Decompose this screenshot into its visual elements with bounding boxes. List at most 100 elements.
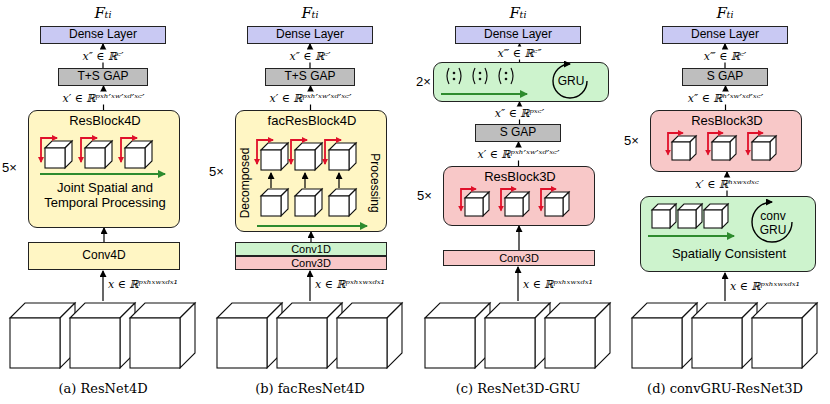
volume-cube	[696, 204, 702, 228]
volume-cube	[295, 196, 315, 216]
volume-cube	[329, 150, 349, 170]
tensor-shape: x″ ∈ ℝʰ′ˣʷ′ˣᵈ′ˣᶜ′	[686, 92, 765, 105]
arrow-line	[338, 173, 339, 188]
layer-box: S GAP	[475, 124, 561, 142]
volume-cube	[281, 189, 288, 216]
volume-cube	[678, 210, 696, 228]
volume-cube	[465, 198, 483, 216]
vector-dot	[453, 78, 456, 81]
layer-name: S GAP	[707, 70, 744, 84]
volume-cube	[337, 318, 387, 368]
spatial-arrow	[325, 140, 341, 164]
volume-cube	[712, 142, 730, 160]
output-symbol: Fₜᵢ	[301, 4, 318, 22]
subfigure-caption: (d) convGRU-ResNet3D	[647, 381, 803, 396]
spatial-arrow	[541, 189, 556, 211]
volume-cube	[349, 143, 356, 170]
arrow-line	[724, 273, 725, 301]
volume-cube	[281, 143, 288, 170]
layer-name: S GAP	[500, 126, 537, 140]
data-flow-arrow	[103, 228, 104, 242]
repeat-count: 5×	[624, 133, 639, 148]
subfigure-caption: (c) ResNet3D-GRU	[456, 381, 580, 396]
arrow-line	[304, 173, 305, 188]
volume-cube	[545, 198, 563, 216]
volume-cube	[730, 136, 736, 160]
layer-box: T+S GAP	[265, 68, 355, 86]
volume-cube	[105, 141, 112, 168]
layer-name: Conv3D	[499, 252, 539, 265]
tensor-shape: x‴ ∈ ℝᶜ″	[495, 47, 543, 60]
arrow-line	[517, 267, 518, 301]
repeat-count: 5×	[2, 160, 17, 175]
layer-box: Dense Layer	[247, 26, 373, 44]
tensor-shape: x‴ ∈ ℝᶜ′	[702, 50, 749, 63]
volume-cube	[670, 204, 676, 228]
layer-name: Dense Layer	[484, 28, 552, 42]
layer-box: Dense Layer	[662, 26, 788, 44]
tensor-shape: x′ ∈ ℝᵖˣʰ′ˣʷ′ˣᵈ′ˣᶜ′	[268, 92, 354, 105]
vector-dot	[479, 78, 482, 81]
vector-dot	[505, 78, 508, 81]
layer-box: Conv3D	[235, 256, 387, 270]
volume-cube	[349, 189, 356, 216]
tensor-shape: x′ ∈ ℝᵖˣʰ′ˣʷ′ˣᵈ′ˣᶜ′	[61, 92, 147, 105]
tensor-shape: x′ ∈ ℝʰˣʷˣᵈˣᶜ	[693, 178, 761, 191]
volume-cube	[704, 210, 722, 228]
volume-cube	[295, 150, 315, 170]
layer-name: T+S GAP	[284, 70, 335, 84]
layer-name: ResBlock3D	[651, 114, 803, 129]
tensor-shape: x″ ∈ ℝᶜ′	[81, 50, 126, 63]
vector-dot	[505, 72, 508, 75]
vector-bracket	[499, 68, 513, 84]
layer-name: conv GRU	[753, 209, 793, 237]
tensor-shape: x″ ∈ ℝᶜ′	[288, 50, 333, 63]
layer-name: Conv4D	[82, 249, 125, 263]
volume-cube	[563, 192, 569, 216]
volume-cube	[523, 192, 529, 216]
vector-bracket	[447, 68, 461, 84]
volume-cube	[425, 318, 475, 368]
layer-box: T+S GAP	[58, 68, 148, 86]
layer-name: Conv3D	[291, 257, 331, 270]
output-symbol: Fₜᵢ	[716, 4, 733, 22]
layer-name: T+S GAP	[77, 70, 128, 84]
volume-cube	[217, 318, 267, 368]
volume-cube	[180, 303, 195, 368]
volume-cube	[690, 136, 696, 160]
layer-note: Joint Spatial and Temporal Processing	[35, 181, 175, 211]
spatial-arrow	[81, 138, 97, 162]
recurrence-arrow	[752, 202, 792, 242]
layer-box: ResBlock4D Joint Spatial and Temporal Pro…	[28, 110, 180, 228]
volume-cube	[125, 148, 145, 168]
data-flow-arrow	[518, 226, 519, 250]
recurrence-arrow	[553, 64, 587, 98]
input-shape: x ∈ ℝᵖˣʰˣʷˣᵈˣ¹	[108, 278, 178, 291]
repeat-count: 5×	[417, 188, 432, 203]
volume-cube	[505, 198, 523, 216]
vector-bracket	[473, 68, 487, 84]
volume-cube	[652, 210, 670, 228]
arrow-line	[102, 271, 103, 301]
layer-note: Decomposed	[239, 148, 253, 219]
volume-cube	[10, 318, 60, 368]
layer-name: ResBlock4D	[29, 114, 181, 129]
layer-box: Conv3D	[443, 250, 595, 266]
layer-name: Dense Layer	[276, 28, 344, 42]
volume-cube	[277, 318, 327, 368]
input-shape: x ∈ ℝᵖˣʰˣʷˣᵈˣ¹	[315, 278, 385, 291]
spatial-arrow	[708, 133, 723, 155]
layer-name: ResBlock3D	[444, 170, 596, 185]
layer-box: Conv4D	[28, 242, 180, 270]
repeat-count: 2×	[416, 74, 431, 89]
spatial-arrow	[501, 189, 516, 211]
arrow-line	[257, 225, 367, 227]
volume-cube	[802, 303, 817, 368]
volume-cube	[595, 303, 610, 368]
volume-cube	[45, 148, 65, 168]
tensor-shape: x′ ∈ ℝᵖˣʰ′ˣʷ′ˣᵈ′ˣᶜ′	[476, 148, 562, 161]
layer-name: Dense Layer	[69, 28, 137, 42]
input-shape: x ∈ ℝᵖˣʰˣʷˣᵈˣ¹	[730, 280, 800, 293]
volume-cube	[632, 318, 682, 368]
layer-name: GRU	[556, 75, 586, 89]
